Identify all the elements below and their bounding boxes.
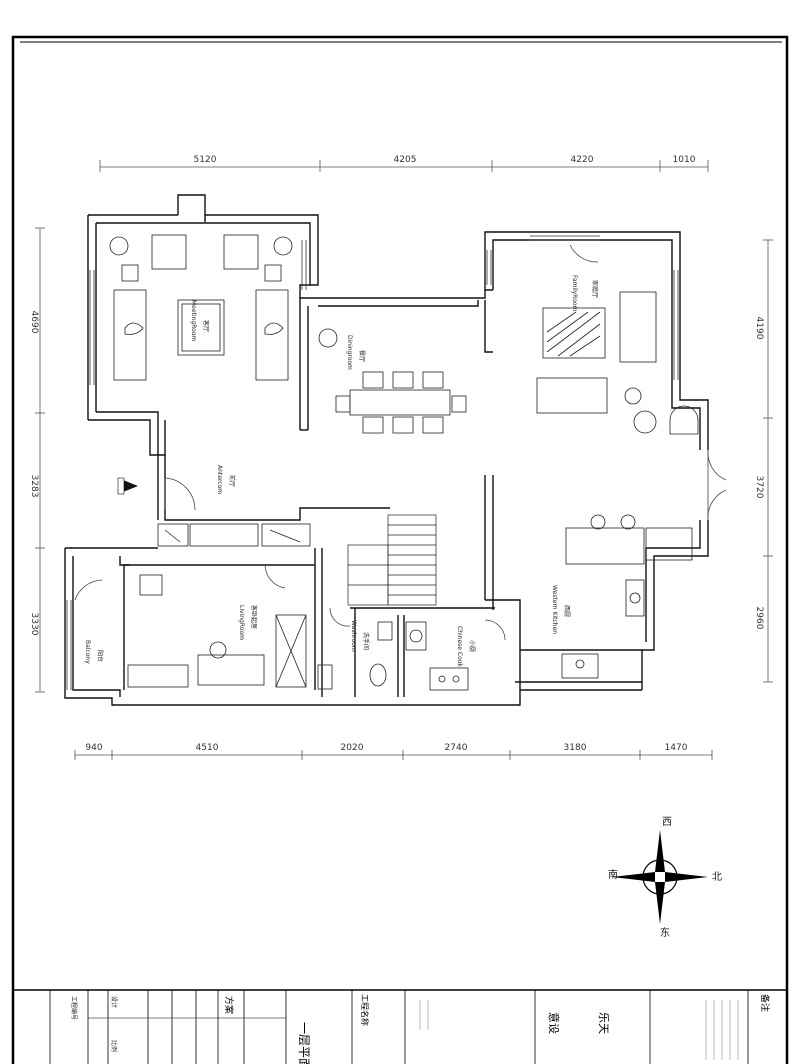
tb-studio-b: 意设 [547,1012,561,1034]
dim-left-1: 4690 [29,311,39,334]
washroom-label-cn: 洗手间 [362,632,370,650]
kitchen-label-en: Western Kitchen [551,585,558,634]
tb-notes-lines [419,1000,739,1060]
dim-top-3: 4220 [571,155,594,165]
tb-project-no: 工程编号 [70,996,78,1020]
compass-rose [612,830,708,924]
dim-top-4: 1010 [673,155,696,165]
dining-label-cn: 餐厅 [358,350,366,362]
dim-bottom-3: 2020 [341,743,364,753]
chinese-kitchen-fixtures [405,621,469,691]
cook-label-en: Chinese Cook [456,626,463,667]
title-block [13,989,787,1064]
left-dimension-chain [35,227,45,693]
tb-designer: 设计 [110,996,118,1008]
balcony-label-cn: 阳台 [96,650,104,662]
meeting-room-furniture [109,234,293,381]
drawing-frame [11,35,789,1064]
kitchen-label-cn: 西厨 [563,605,570,617]
tb-scheme: 方案 [223,996,235,1014]
door-swings [74,244,727,641]
tb-drawing-title: 一层平面布 [297,1022,311,1064]
tb-remark: 备注 [759,994,771,1012]
dim-top-2: 4205 [394,155,417,165]
dim-right-1: 4190 [754,317,764,340]
entrance-label-cn: 前厅 [228,475,236,487]
dim-bottom-2: 4510 [196,743,219,753]
tb-project-name: 工程名称 [360,994,370,1026]
western-kitchen-fixtures [561,514,693,679]
tb-scale: 比例 [110,1040,118,1052]
dim-bottom-1: 940 [85,743,102,753]
dim-top-1: 5120 [194,155,217,165]
family-room-label-cn: 家庭厅 [591,280,599,298]
dim-left-3: 3330 [29,613,39,636]
dim-bottom-6: 1470 [665,743,688,753]
bottom-dimension-chain [74,750,713,760]
washroom-label-en: Washroom [350,620,357,652]
exterior-walls [64,194,709,706]
living-room-label-en: LivingRoom [238,605,245,640]
meeting-room-label-en: MeetingRoom [190,300,197,341]
washroom-fixtures [317,621,393,690]
dim-right-2: 3720 [754,476,764,499]
compass-north: 北 [712,871,722,883]
window-marks [66,235,679,690]
tb-studio-a: 乐天 [597,1012,610,1034]
dim-right-3: 2960 [754,607,764,630]
dim-left-2: 3283 [29,475,39,498]
cook-label-cn: 小厨 [468,640,476,652]
entry-cabinets [157,523,311,547]
right-dimension-chain [763,239,773,683]
compass-west: 西 [662,817,672,828]
living-room-label-cn: 客卧起居 [250,605,258,629]
compass-east: 东 [660,926,670,939]
balcony-label-en: Balcony [84,640,91,664]
entrance-marker [117,477,138,495]
living-room-furniture [127,574,307,688]
dining-furniture [318,328,467,434]
top-dimension-chain [99,160,709,172]
dining-label-en: Diningroom [346,335,353,370]
stair [347,514,437,606]
dim-bottom-4: 2740 [445,743,468,753]
compass-south: 南 [608,868,618,881]
meeting-room-label-cn: 客厅 [202,320,210,332]
family-room-label-en: FamilyRoom [571,275,578,312]
dim-bottom-5: 3180 [564,743,587,753]
entrance-label-en: Antercom [216,465,223,494]
family-room-furniture [536,291,699,435]
